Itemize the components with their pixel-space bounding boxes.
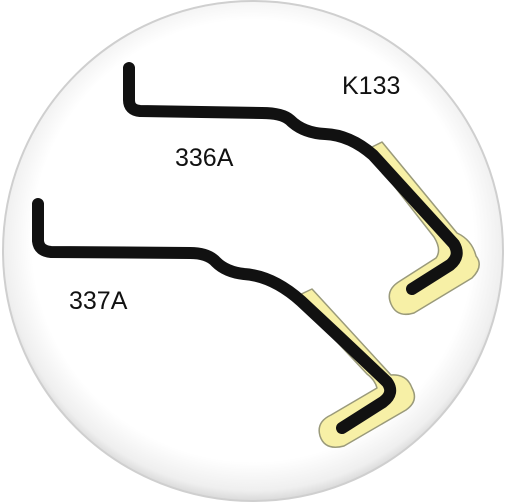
upper-wire — [123, 62, 463, 295]
lower-wire — [32, 198, 397, 434]
label-336a: 336A — [175, 144, 234, 172]
label-k133: K133 — [342, 72, 400, 100]
label-337a: 337A — [69, 287, 128, 315]
